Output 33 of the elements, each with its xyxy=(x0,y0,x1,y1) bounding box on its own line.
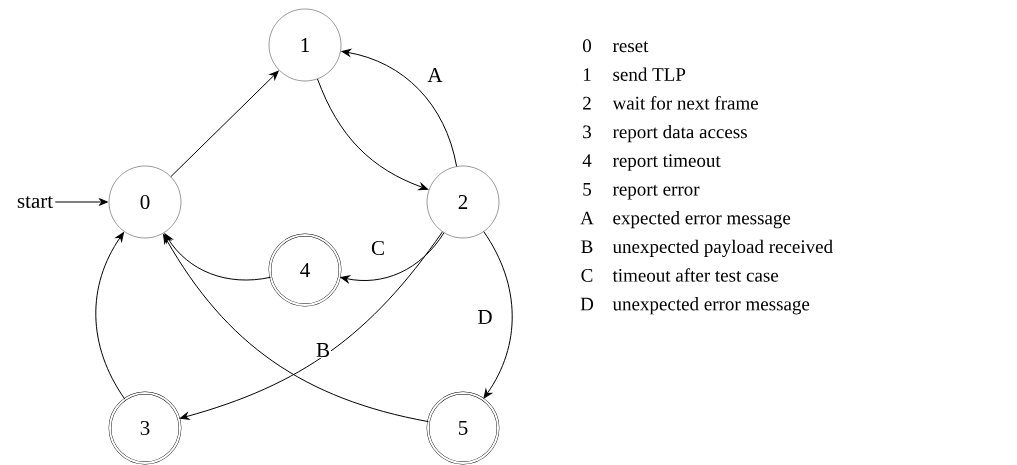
key-label: D xyxy=(580,297,594,311)
arrow xyxy=(170,70,279,178)
description-text: expected error message xyxy=(613,211,791,229)
description-text: unexpected error message xyxy=(612,297,810,315)
start-label: start xyxy=(17,196,53,208)
description-text: unexpected payload received xyxy=(612,239,833,257)
arrow xyxy=(340,232,445,283)
key-label: A xyxy=(580,211,594,225)
arrow xyxy=(317,78,429,191)
arrow xyxy=(95,232,126,400)
arrow xyxy=(341,49,458,167)
key-label: 5 xyxy=(583,183,591,196)
key-label: C xyxy=(581,269,593,282)
description-text: report timeout xyxy=(612,154,721,171)
description-text: report data access xyxy=(612,124,747,143)
key-label: 0 xyxy=(583,39,591,53)
description-text: report error xyxy=(612,184,700,200)
key-label: 2 xyxy=(583,96,591,110)
edge-label: B xyxy=(315,342,331,358)
key-label: 1 xyxy=(583,68,591,81)
arrow xyxy=(164,233,272,281)
key-label: B xyxy=(581,240,593,253)
arrow xyxy=(483,231,513,399)
edge-label: A xyxy=(426,67,444,83)
arrow xyxy=(54,198,108,206)
key-label: 4 xyxy=(582,154,592,167)
description-text: send TLP xyxy=(613,67,686,81)
description-text: reset xyxy=(612,41,649,53)
key-label: 3 xyxy=(583,125,591,139)
edge-label: D xyxy=(476,309,494,325)
edge-label: C xyxy=(370,239,386,257)
description-text: timeout after test case xyxy=(612,268,779,282)
description-text: wait for next frame xyxy=(612,96,758,110)
